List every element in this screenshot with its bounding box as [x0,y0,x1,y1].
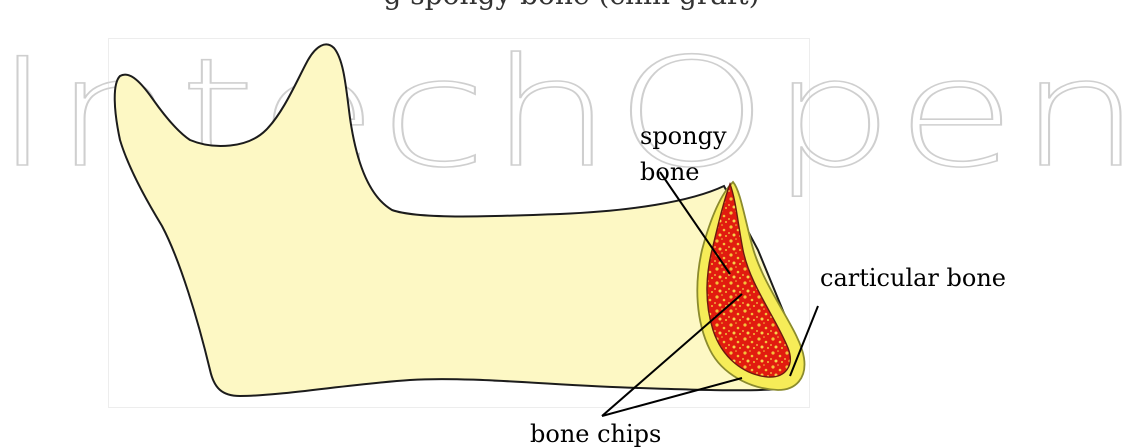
spongy-bone-label-line1: spongy [640,122,727,150]
carticular-bone-label: carticular bone [820,264,1006,292]
bone-chips-label: bone chips [530,420,661,447]
spongy-bone-label-line2: bone [640,158,699,186]
